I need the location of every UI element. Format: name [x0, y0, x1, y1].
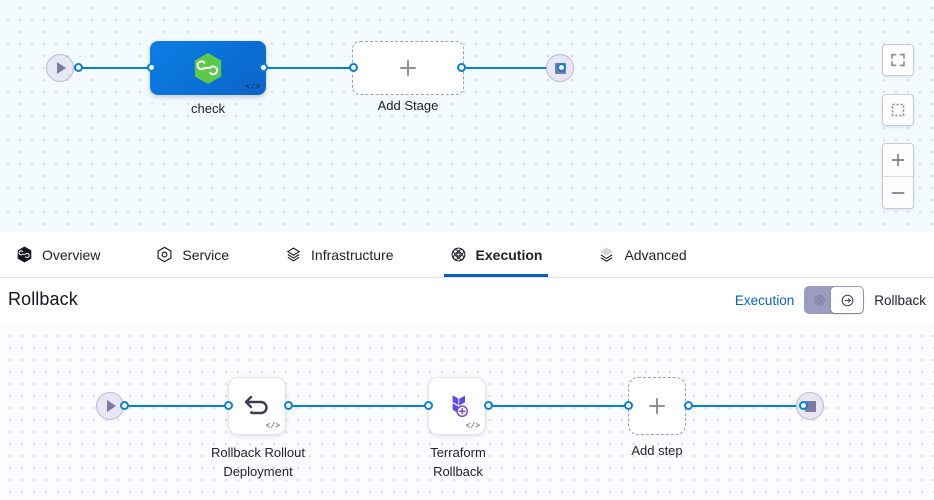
edge-check-to-addstage [263, 67, 355, 69]
edge-step1-to-step2 [288, 405, 430, 407]
code-badge: </> [265, 422, 280, 431]
zoom-in-button[interactable] [883, 144, 913, 176]
dashed-square-icon [891, 103, 905, 117]
plus-icon [891, 153, 905, 167]
add-step-label: Add step [631, 443, 683, 458]
tab-label: Service [182, 246, 230, 263]
page-title: Rollback [8, 289, 78, 309]
switch-label-rollback[interactable]: Rollback [874, 292, 926, 308]
edge-addstep-to-end [687, 405, 803, 407]
tab-execution[interactable]: Execution [443, 232, 561, 277]
edge-start-to-check [74, 67, 154, 69]
tab-infrastructure[interactable]: Infrastructure [285, 232, 411, 277]
zoom-controls[interactable] [882, 143, 914, 209]
step-node-terraform-rollback[interactable]: </> [428, 377, 486, 435]
plus-icon [400, 60, 416, 76]
tab-label: Infrastructure [311, 246, 394, 263]
port-step2-out[interactable] [484, 401, 493, 410]
tab-label: Overview [42, 246, 101, 263]
step-label-line1: Terraform [430, 445, 486, 460]
toggle-half-execution[interactable] [804, 286, 834, 314]
code-badge: </> [245, 83, 260, 92]
rollback-header: Rollback Execution [0, 279, 934, 326]
tab-service[interactable]: Service [156, 232, 247, 277]
rollback-end-node[interactable] [796, 392, 824, 420]
port-step1-in[interactable] [224, 401, 233, 410]
advanced-layers-icon [600, 247, 614, 262]
port-check-in[interactable] [147, 63, 156, 72]
fullscreen-button[interactable] [882, 44, 914, 76]
add-stage-button[interactable] [352, 41, 464, 95]
tab-label: Execution [475, 246, 543, 263]
edge-step2-to-addstep [487, 405, 630, 407]
tab-overview[interactable]: Overview [16, 232, 118, 277]
rollback-start-node[interactable] [96, 392, 124, 420]
port-start-out[interactable] [74, 63, 83, 72]
fullscreen-icon [891, 53, 905, 67]
play-icon [56, 62, 66, 74]
port-check-out[interactable] [259, 63, 268, 72]
step-node-label: Terraform Rollback [388, 443, 528, 481]
execution-atom-icon [451, 247, 465, 262]
add-step-button[interactable] [628, 377, 686, 435]
execution-atom-icon [813, 294, 825, 306]
step-label-line2: Deployment [223, 464, 293, 479]
port-rb-start-out[interactable] [120, 401, 129, 410]
pipeline-start-node[interactable] [46, 54, 74, 82]
plus-icon [649, 398, 665, 414]
tab-advanced[interactable]: Advanced [598, 232, 704, 277]
toggle-knob-rollback[interactable] [831, 287, 864, 313]
rollback-step-canvas[interactable]: </> Rollback Rollout Deployment </> [0, 326, 934, 500]
port-addstep-in[interactable] [624, 401, 633, 410]
step-node-rollback-rollout-deployment[interactable]: </> [228, 377, 286, 435]
infrastructure-layers-icon [286, 247, 301, 262]
code-badge: </> [465, 422, 480, 431]
port-addstage-in[interactable] [349, 63, 358, 72]
edge-start-to-step1 [124, 405, 230, 407]
edge-addstage-to-end [461, 67, 561, 69]
port-addstage-out[interactable] [457, 63, 466, 72]
port-end-in[interactable] [557, 63, 566, 72]
stage-canvas[interactable]: </> check Add Stage [0, 0, 934, 232]
step-label-line1: Rollback Rollout [211, 445, 305, 460]
snap-to-fit-button[interactable] [882, 94, 914, 126]
step-label-line2: Rollback [433, 464, 483, 479]
stage-node-check[interactable]: </> [150, 41, 266, 95]
harness-hexagon-icon [194, 52, 222, 84]
service-hexagon-icon [157, 246, 172, 263]
execution-rollback-switch[interactable]: Execution [735, 286, 926, 314]
stage-node-check-label: check [191, 101, 225, 116]
port-addstep-out[interactable] [684, 401, 693, 410]
stage-tab-bar[interactable]: Overview Service Infrastructure [0, 232, 934, 278]
step-node-label: Rollback Rollout Deployment [188, 443, 328, 481]
add-stage-label: Add Stage [377, 98, 439, 113]
rollback-arrow-icon [841, 294, 853, 306]
port-step2-in[interactable] [424, 401, 433, 410]
minus-icon [891, 191, 905, 194]
harness-hexagon-icon [17, 246, 32, 263]
tab-label: Advanced [624, 246, 687, 263]
play-icon [106, 400, 116, 412]
switch-label-execution[interactable]: Execution [734, 292, 795, 308]
undo-arrow-icon [244, 395, 268, 415]
terraform-icon [452, 395, 469, 418]
port-rb-end-in[interactable] [799, 401, 808, 410]
stop-icon [804, 400, 816, 412]
rollback-toggle[interactable] [804, 286, 865, 314]
port-step1-out[interactable] [284, 401, 293, 410]
zoom-out-button[interactable] [883, 176, 913, 208]
